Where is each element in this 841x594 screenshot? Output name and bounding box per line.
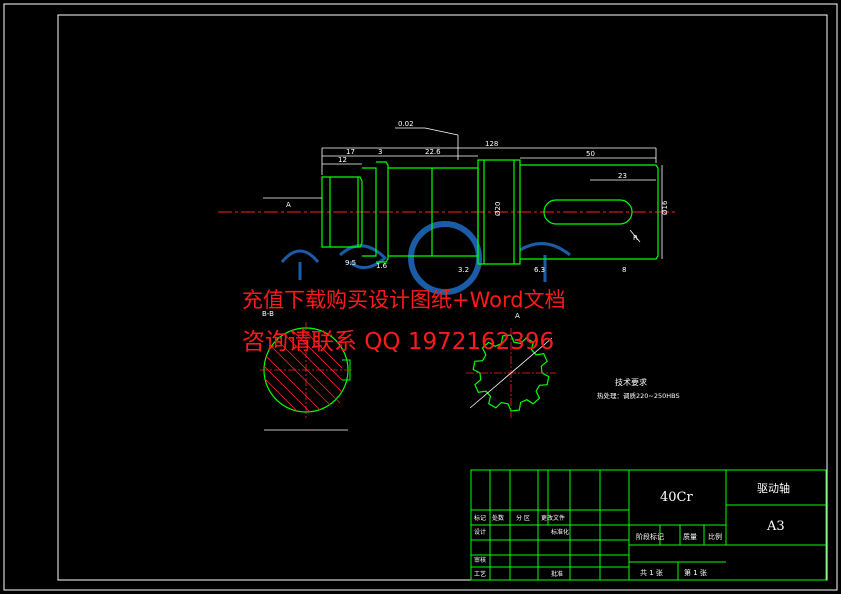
material-value: 40Cr	[660, 490, 693, 505]
tb-count: 处数	[492, 514, 504, 522]
tb-zone: 分 区	[516, 514, 530, 522]
view-a-label: A	[515, 312, 520, 320]
dim-tolerance: 0.02	[398, 120, 414, 128]
tb-change-doc: 更改文件	[541, 514, 565, 522]
roughness-a: 1.6	[376, 262, 388, 270]
spline-view-a: A	[466, 312, 556, 418]
tb-standard: 标准化	[551, 528, 569, 536]
tech-req-item: 热处理：调质220~250HBS	[597, 391, 680, 400]
tb-mark: 标记	[474, 514, 486, 522]
tb-weight: 质量	[683, 532, 697, 541]
dim-9-5: 9.5	[345, 259, 356, 267]
watermark-line-2: 咨询请联系 QQ 1972162396	[242, 329, 555, 355]
section-bb-label: B-B	[262, 310, 274, 318]
tb-stage-mark: 阶段标记	[636, 532, 664, 541]
dim-12: 12	[338, 156, 347, 164]
dim-phi16: Ø16	[661, 200, 669, 215]
dim-8: 8	[622, 266, 626, 274]
tb-process: 工艺	[474, 570, 486, 578]
dim-23: 23	[618, 172, 627, 180]
part-name: 驱动轴	[757, 481, 790, 495]
dim-r: R	[633, 234, 638, 242]
sheet-border-inner	[57, 14, 828, 581]
dim-overall-length: 128	[485, 140, 498, 148]
dim-17: 17	[346, 148, 355, 156]
view-a-arrow-label: A	[286, 201, 291, 209]
tb-design: 设计	[474, 528, 486, 536]
tb-scale: 比例	[708, 532, 722, 541]
roughness-b: 3.2	[458, 266, 469, 274]
dimension-lines	[263, 127, 663, 259]
dim-22-6: 22.6	[425, 148, 441, 156]
tb-review: 审核	[474, 556, 486, 564]
title-block	[470, 469, 827, 581]
tech-req-title: 技术要求	[615, 377, 647, 387]
dim-3: 3	[378, 148, 382, 156]
shaft-outline	[321, 159, 659, 265]
dim-50: 50	[586, 150, 595, 158]
watermark-line-1: 充值下载购买设计图纸+Word文档	[242, 288, 566, 312]
sheet-border-outer	[3, 3, 838, 591]
watermark-logo	[280, 221, 571, 295]
sheet-size: A3	[766, 519, 785, 534]
tb-sheet-no: 第 1 张	[684, 568, 707, 577]
roughness-c: 6.3	[534, 266, 545, 274]
tb-sheets-total: 共 1 张	[640, 568, 663, 577]
tb-approve: 批准	[551, 570, 563, 578]
dim-phi20: Ø20	[494, 202, 502, 216]
